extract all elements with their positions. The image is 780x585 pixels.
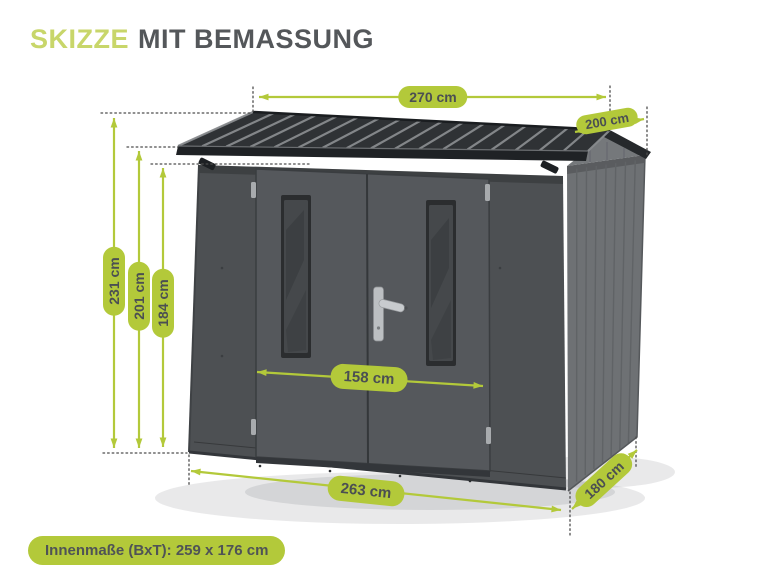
- inner-dimensions-badge: Innenmaße (BxT): 259 x 176 cm: [28, 536, 286, 565]
- door-window-left: [281, 195, 311, 358]
- page-title: SKIZZE MIT BEMASSUNG: [30, 24, 374, 55]
- page-title-rest: MIT BEMASSUNG: [138, 24, 375, 54]
- dimension-label-door-width: 158 cm: [329, 363, 409, 393]
- dimension-label-roof-width: 270 cm: [398, 86, 468, 108]
- door-window-right: [426, 200, 456, 366]
- dimension-label-height-wall: 201 cm: [128, 261, 150, 331]
- dimension-label-height-total: 231 cm: [103, 246, 125, 316]
- extension-lines: [100, 85, 648, 537]
- side-wall: [567, 154, 646, 492]
- page-title-accent: SKIZZE: [30, 24, 130, 54]
- dimension-label-height-door: 184 cm: [152, 268, 174, 338]
- door-hinges: [251, 182, 491, 444]
- roof: [176, 110, 611, 161]
- double-doors: [251, 168, 491, 477]
- door-handle: [373, 286, 408, 342]
